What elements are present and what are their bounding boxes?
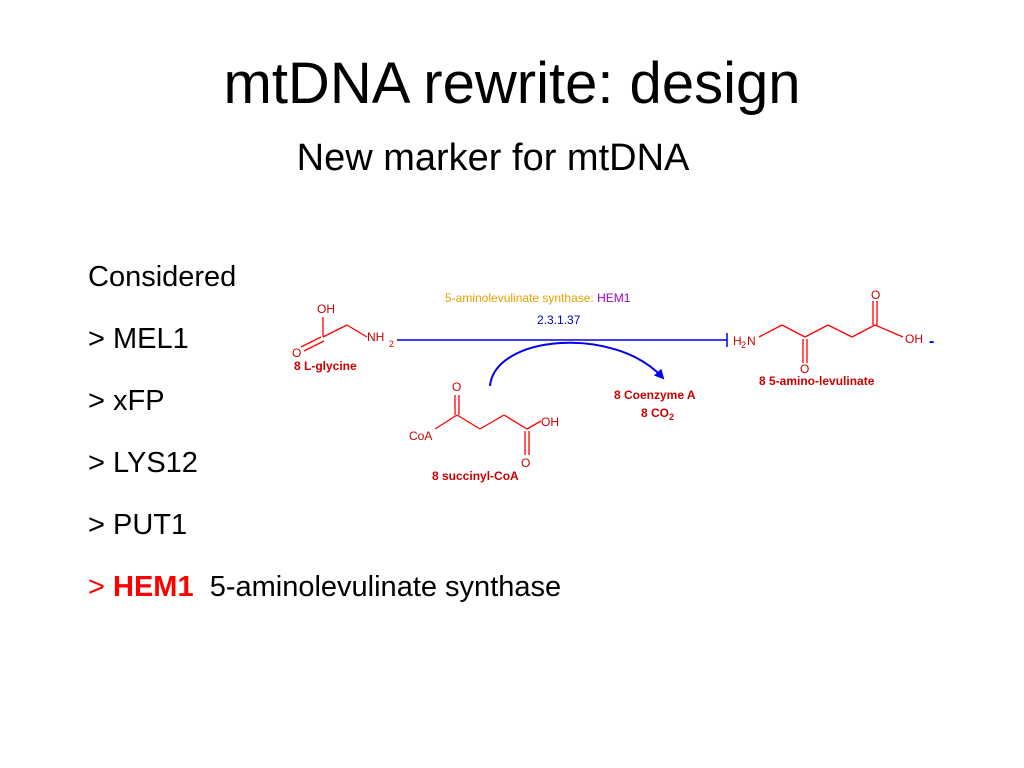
list-item-label: MEL1: [113, 323, 189, 355]
list-item-xfp: > xFP: [88, 370, 561, 432]
svg-text:OH: OH: [541, 415, 559, 429]
svg-text:O: O: [452, 380, 461, 394]
list-heading: Considered: [88, 261, 237, 293]
succinyl-coa-label: 8 succinyl-CoA: [432, 469, 519, 483]
glycine-label: 8 L-glycine: [294, 359, 357, 373]
reaction-diagram: 5-aminolevulinate synthase: HEM1 2.3.1.3…: [292, 288, 934, 483]
svg-text:2: 2: [389, 339, 394, 349]
list-item-prefix: >: [88, 385, 105, 417]
list-item-label: PUT1: [113, 509, 188, 541]
curved-arrow: [489, 341, 665, 387]
marker-list: Considered > MEL1 > xFP > LYS12 > PUT1 >…: [88, 246, 561, 618]
enzyme-label: 5-aminolevulinate synthase: HEM1: [445, 291, 631, 305]
svg-text:CoA: CoA: [409, 429, 432, 443]
svg-text:O: O: [871, 288, 880, 302]
highlight-label: HEM1: [113, 571, 194, 603]
slide-title: mtDNA rewrite: design: [223, 51, 801, 116]
svg-text:2: 2: [741, 340, 746, 350]
svg-text:OH: OH: [317, 302, 335, 316]
svg-text:N: N: [747, 334, 756, 348]
aminolevulinate-structure: H 2 N O O OH -: [733, 288, 934, 376]
list-item-lys12: > LYS12: [88, 432, 561, 494]
list-item-label: LYS12: [113, 447, 198, 479]
svg-text:O: O: [292, 346, 301, 360]
svg-text:O: O: [521, 456, 530, 470]
svg-text:NH: NH: [367, 330, 384, 344]
list-item-label: xFP: [113, 385, 165, 417]
list-item-put1: > PUT1: [88, 494, 561, 556]
coenzyme-a-label: 8 Coenzyme A: [614, 388, 696, 402]
aminolevulinate-label: 8 5-amino-levulinate: [759, 374, 875, 388]
glycine-structure: OH O NH 2: [292, 302, 394, 360]
list-item-hem1: > HEM1 5-aminolevulinate synthase: [88, 556, 561, 618]
svg-text:OH: OH: [905, 332, 923, 346]
co2-label: 8 CO2: [641, 406, 674, 422]
ec-number: 2.3.1.37: [537, 313, 581, 327]
list-item-mel1: > MEL1: [88, 308, 561, 370]
highlight-description: 5-aminolevulinate synthase: [209, 571, 562, 603]
svg-text:O: O: [800, 362, 809, 376]
list-item-prefix: >: [88, 509, 105, 541]
succinyl-coa-structure: O CoA OH O: [409, 380, 559, 470]
slide-subtitle: New marker for mtDNA: [296, 137, 690, 179]
enzyme-gene: HEM1: [597, 291, 631, 305]
svg-text:-: -: [929, 333, 934, 350]
list-item-prefix: >: [88, 447, 105, 479]
highlight-prefix: >: [88, 571, 105, 603]
enzyme-name: 5-aminolevulinate synthase:: [445, 291, 594, 305]
svg-text:H: H: [733, 334, 742, 348]
list-item-prefix: >: [88, 323, 105, 355]
